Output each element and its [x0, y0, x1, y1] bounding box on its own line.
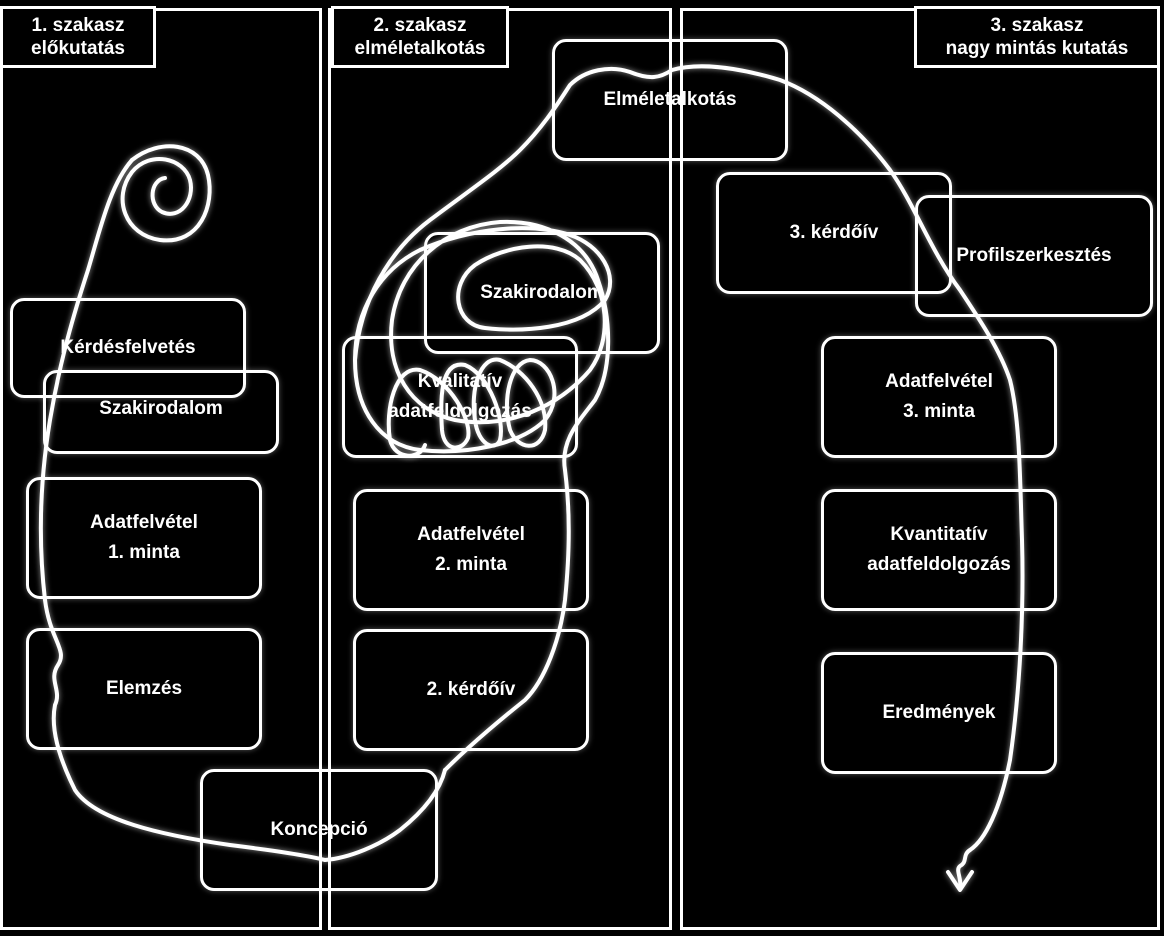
box-adatfelvetel-3: Adatfelvétel 3. minta — [821, 336, 1057, 458]
phase-header-2: 2. szakasz elméletalkotás — [331, 6, 509, 68]
phase-title: előkutatás — [31, 38, 125, 59]
box-adatfelvetel-1: Adatfelvétel 1. minta — [26, 477, 262, 599]
box-kerdoiv-2: 2. kérdőív — [353, 629, 589, 751]
box-elemzes: Elemzés — [26, 628, 262, 750]
box-profilszerkesztes: Profilszerkesztés — [915, 195, 1153, 317]
box-kvantitativ: Kvantitatív adatfeldolgozás — [821, 489, 1057, 611]
phase-number: 3. szakasz — [990, 15, 1084, 36]
phase-number: 1. szakasz — [31, 15, 125, 36]
phase-number: 2. szakasz — [373, 15, 467, 36]
phase-header-3: 3. szakasz nagy mintás kutatás — [914, 6, 1160, 68]
box-szakirodalom-1: Szakirodalom — [43, 370, 279, 454]
phase-title: nagy mintás kutatás — [945, 38, 1129, 59]
phase-title: elméletalkotás — [354, 38, 486, 59]
phase-header-1: 1. szakasz előkutatás — [0, 6, 156, 68]
box-kvalitativ: Kvalitatív adatfeldolgozás — [342, 336, 578, 458]
box-elmeletalkotas: Elméletalkotás — [552, 39, 788, 161]
box-eredmenyek: Eredmények — [821, 652, 1057, 774]
box-adatfelvetel-2: Adatfelvétel 2. minta — [353, 489, 589, 611]
box-koncepcio: Koncepció — [200, 769, 438, 891]
